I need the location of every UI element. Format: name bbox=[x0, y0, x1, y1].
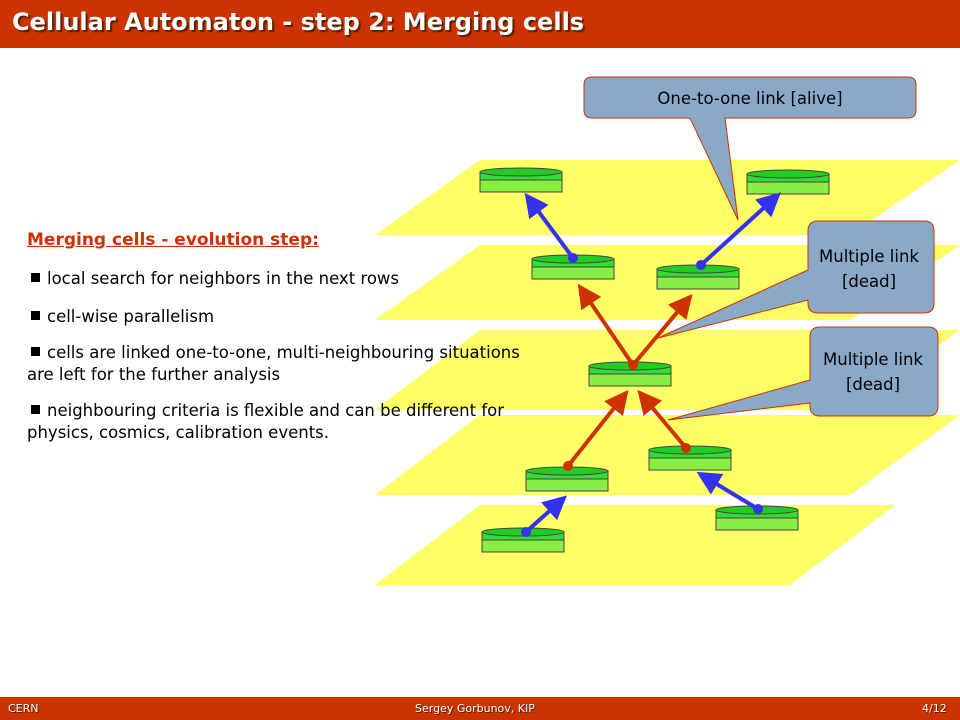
footer-bar: CERN Sergey Gorbunov, KIP 4/12 bbox=[0, 697, 960, 720]
alive-links bbox=[524, 192, 781, 534]
callout-dead-upper-line1: Multiple link bbox=[819, 247, 919, 266]
callout-dead-lower-line2: [dead] bbox=[846, 375, 900, 394]
alive-link-upper-left bbox=[524, 192, 575, 260]
bullet-text: neighbouring criteria is flexible and ca… bbox=[27, 401, 505, 442]
dead-link-origin bbox=[563, 461, 573, 471]
alive-link-origin bbox=[753, 504, 763, 514]
bullet-item: cells are linked one-to-one, multi-neigh… bbox=[27, 342, 547, 386]
bullet-square-icon bbox=[31, 311, 40, 320]
callout-dead-lower-line1: Multiple link bbox=[823, 350, 923, 369]
section-heading: Merging cells - evolution step: bbox=[27, 230, 319, 250]
alive-link-origin bbox=[568, 253, 578, 263]
cell-row1-left bbox=[479, 167, 563, 193]
dead-link-up-right bbox=[631, 293, 693, 367]
cell-row1-right bbox=[746, 169, 830, 195]
slide-title: Cellular Automaton - step 2: Merging cel… bbox=[12, 8, 585, 36]
alive-link-origin bbox=[521, 527, 531, 537]
footer-right: 4/12 bbox=[922, 702, 947, 715]
callout-alive: One-to-one link [alive] bbox=[583, 76, 917, 221]
title-bar: Cellular Automaton - step 2: Merging cel… bbox=[0, 0, 960, 48]
bullet-item: neighbouring criteria is flexible and ca… bbox=[27, 400, 547, 444]
detector-plane-5 bbox=[375, 505, 895, 585]
callout-alive-text: One-to-one link [alive] bbox=[657, 89, 842, 108]
bullet-item: cell-wise parallelism bbox=[27, 306, 547, 328]
bullet-text: cells are linked one-to-one, multi-neigh… bbox=[27, 343, 520, 384]
dead-link-up-left bbox=[577, 283, 635, 367]
dead-links bbox=[566, 283, 693, 468]
alive-link-upper-right bbox=[699, 192, 781, 267]
bullet-square-icon bbox=[31, 405, 40, 414]
dead-link-origin bbox=[681, 443, 691, 453]
bullet-text: cell-wise parallelism bbox=[47, 307, 215, 326]
callout-dead-lower: Multiple link [dead] bbox=[667, 326, 939, 421]
alive-link-lower-right bbox=[696, 471, 760, 511]
dead-link-lower-left bbox=[566, 389, 629, 468]
callout-dead-upper: Multiple link [dead] bbox=[657, 220, 935, 339]
callout-dead-upper-line2: [dead] bbox=[842, 272, 896, 291]
alive-link-lower-left bbox=[524, 495, 567, 534]
footer-center: Sergey Gorbunov, KIP bbox=[415, 702, 535, 715]
dead-link-origin bbox=[628, 360, 638, 370]
bullet-square-icon bbox=[31, 347, 40, 356]
bullet-square-icon bbox=[31, 273, 40, 282]
footer-left: CERN bbox=[8, 702, 39, 715]
alive-link-origin bbox=[696, 260, 706, 270]
bullet-item: local search for neighbors in the next r… bbox=[27, 268, 547, 290]
bullet-text: local search for neighbors in the next r… bbox=[47, 269, 400, 288]
dead-link-lower-right bbox=[637, 389, 688, 450]
